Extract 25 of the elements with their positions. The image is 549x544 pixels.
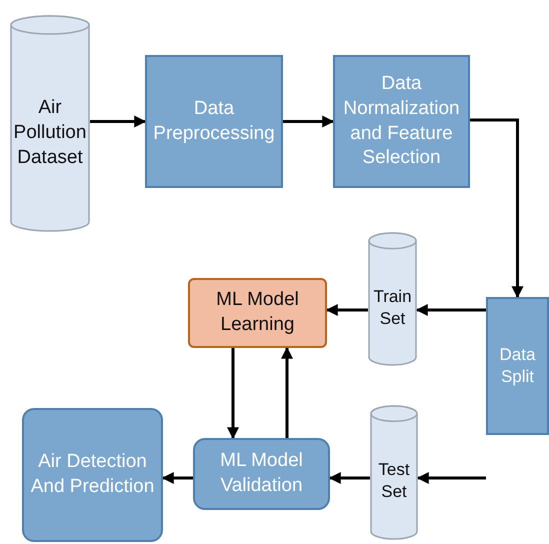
- arrow: [326, 304, 368, 316]
- process-box: [333, 55, 470, 188]
- process-box: [22, 408, 163, 542]
- node-label: ML Model Validation: [219, 449, 304, 498]
- learning-box: [188, 278, 327, 348]
- arrow: [283, 116, 334, 128]
- arrow: [328, 472, 370, 484]
- node-label: Data Split: [498, 344, 536, 388]
- arrow: [470, 118, 524, 298]
- node-label: Train Set: [372, 286, 413, 330]
- arrow: [281, 346, 293, 438]
- process-box: [486, 297, 549, 435]
- arrow: [227, 348, 239, 440]
- process-box: [193, 438, 330, 510]
- node-label: Data Preprocessing: [152, 96, 276, 146]
- arrow: [416, 304, 486, 316]
- node-label: Test Set: [377, 459, 411, 504]
- node-label: Air Pollution Dataset: [12, 96, 88, 170]
- node-label: Air Detection And Prediction: [30, 450, 156, 499]
- arrow: [416, 472, 486, 484]
- arrow: [90, 116, 146, 128]
- arrow: [162, 472, 193, 484]
- node-label: Data Normalization and Feature Selection: [342, 72, 461, 170]
- process-box: [145, 55, 283, 188]
- node-label: ML Model Learning: [215, 288, 300, 337]
